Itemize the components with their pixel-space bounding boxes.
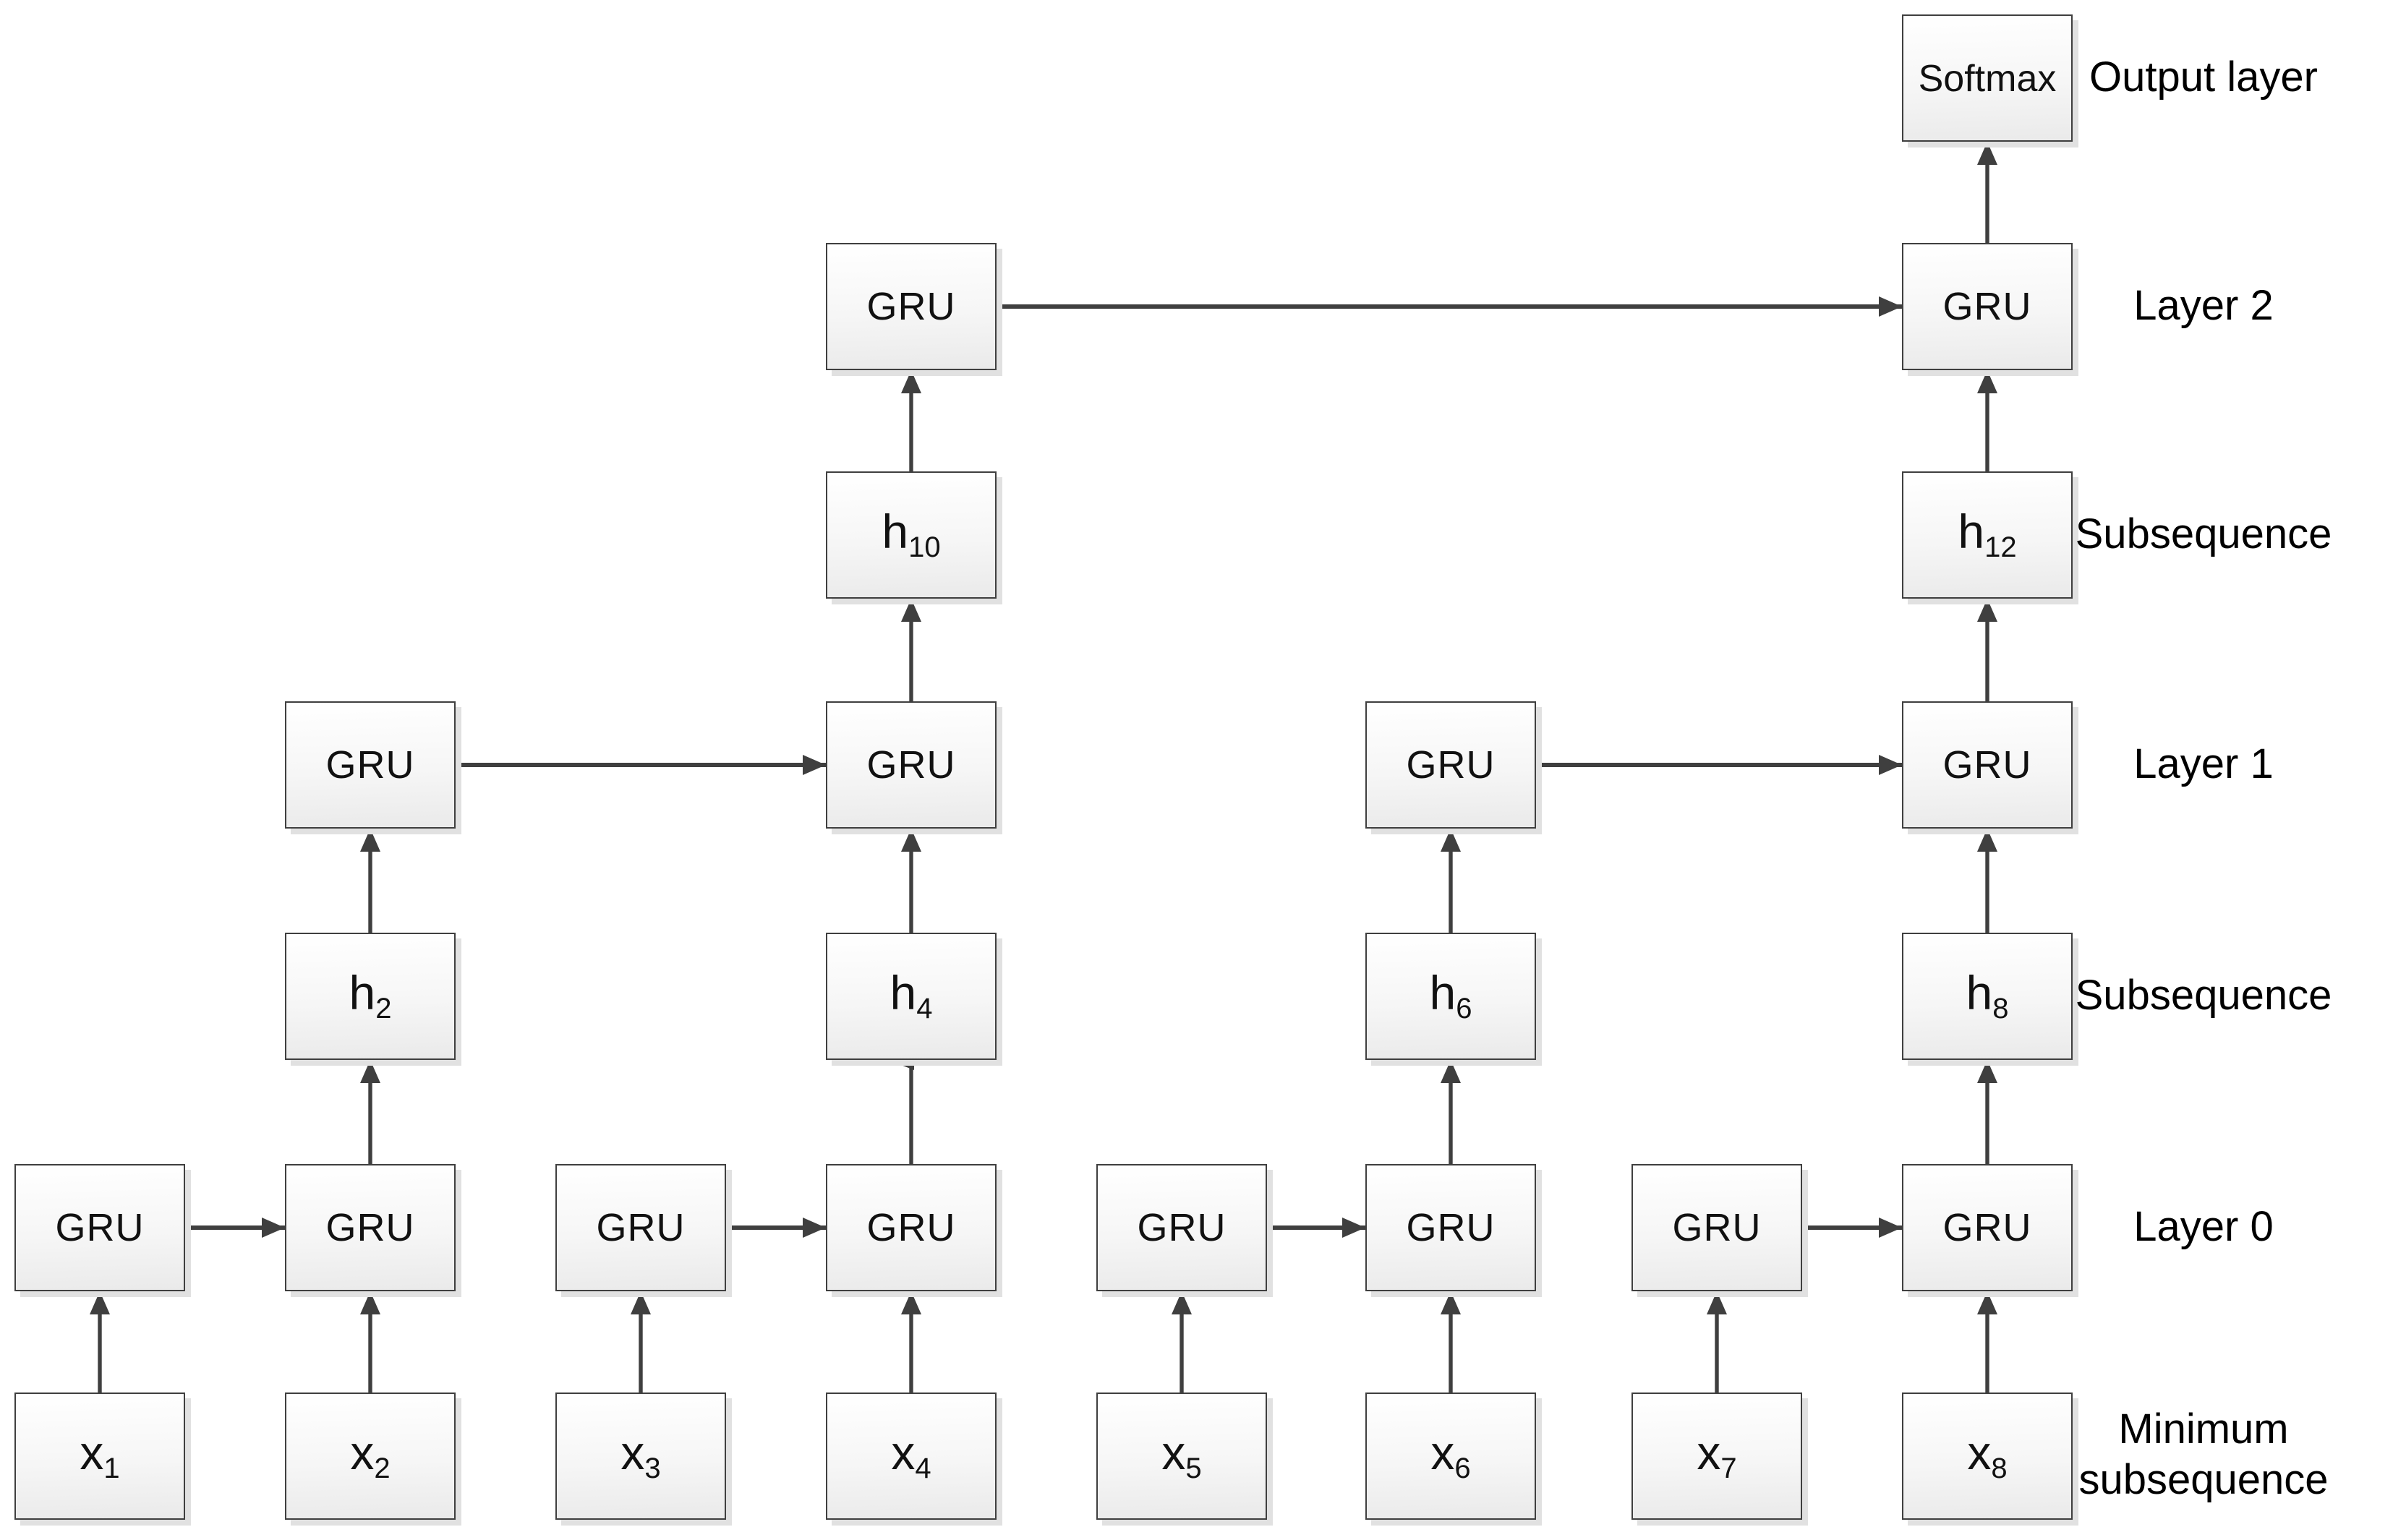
x2-label: x2 [350,1426,391,1485]
gru-layer0-7-label: GRU [1672,1205,1762,1249]
gru-layer0-2-label: GRU [325,1205,415,1249]
h2-label: h2 [349,966,392,1025]
softmax-label: Softmax [1918,56,2057,99]
h12-label: h12 [1958,505,2017,564]
gru-layer0-5-box: GRU [1096,1164,1267,1291]
row-label-layer-1: Layer 1 [2133,742,2274,788]
gru-layer0-3-label: GRU [596,1205,686,1249]
gru-layer0-1-label: GRU [55,1205,145,1249]
x1-label: x1 [80,1426,120,1485]
gru-layer1-1-label: GRU [325,743,415,786]
h8-box: h8 [1902,933,2073,1060]
gru-layer0-4-box: GRU [826,1164,997,1291]
h6-label: h6 [1429,966,1472,1025]
gru-layer1-2-label: GRU [866,743,956,786]
gru-layer1-2-box: GRU [826,701,997,829]
gru-layer1-4-box: GRU [1902,701,2073,829]
x5-box: x5 [1096,1393,1267,1520]
row-label-output-layer: Output layer [2089,55,2318,101]
gru-layer0-6-label: GRU [1406,1205,1496,1249]
row-label-subsequence-lower: Subsequence [2075,973,2332,1019]
gru-layer2-left-box: GRU [826,243,997,370]
x4-box: x4 [826,1393,997,1520]
h10-box: h10 [826,471,997,599]
h4-label: h4 [890,966,933,1025]
x7-label: x7 [1697,1426,1737,1485]
gru-layer1-1-box: GRU [285,701,456,829]
gru-layer1-4-label: GRU [1942,743,2032,786]
gru-layer0-2-box: GRU [285,1164,456,1291]
row-label-minimum-subsequence: Minimum subsequence [2013,1406,2393,1507]
h4-box: h4 [826,933,997,1060]
gru-layer0-8-label: GRU [1942,1205,2032,1249]
gru-layer0-7-box: GRU [1631,1164,1802,1291]
x2-box: x2 [285,1393,456,1520]
gru-layer0-5-label: GRU [1137,1205,1227,1249]
x5-label: x5 [1161,1426,1202,1485]
row-label-layer-0: Layer 0 [2133,1205,2274,1251]
h6-box: h6 [1365,933,1536,1060]
x8-box: x8 [1902,1393,2073,1520]
x4-label: x4 [891,1426,931,1485]
x8-label: x8 [1967,1426,2008,1485]
gru-layer0-1-box: GRU [14,1164,185,1291]
x6-box: x6 [1365,1393,1536,1520]
gru-layer0-6-box: GRU [1365,1164,1536,1291]
x3-box: x3 [555,1393,726,1520]
gru-layer2-right-box: GRU [1902,243,2073,370]
row-label-layer-2: Layer 2 [2133,283,2274,330]
gru-layer2-left-label: GRU [866,284,956,328]
h8-label: h8 [1966,966,2009,1025]
h10-label: h10 [882,505,941,564]
h12-box: h12 [1902,471,2073,599]
gru-layer0-3-box: GRU [555,1164,726,1291]
gru-layer0-4-label: GRU [866,1205,956,1249]
row-label-subsequence-upper: Subsequence [2075,512,2332,558]
x3-label: x3 [620,1426,661,1485]
row-label-minimum-line2: subsequence [2078,1458,2329,1504]
gru-layer1-3-label: GRU [1406,743,1496,786]
x6-label: x6 [1430,1426,1471,1485]
row-label-minimum-line1: Minimum [2118,1407,2289,1453]
h2-box: h2 [285,933,456,1060]
gru-layer1-3-box: GRU [1365,701,1536,829]
gru-layer0-8-box: GRU [1902,1164,2073,1291]
softmax-box: Softmax [1902,14,2073,142]
gru-layer2-right-label: GRU [1942,284,2032,328]
x7-box: x7 [1631,1393,1802,1520]
x1-box: x1 [14,1393,185,1520]
